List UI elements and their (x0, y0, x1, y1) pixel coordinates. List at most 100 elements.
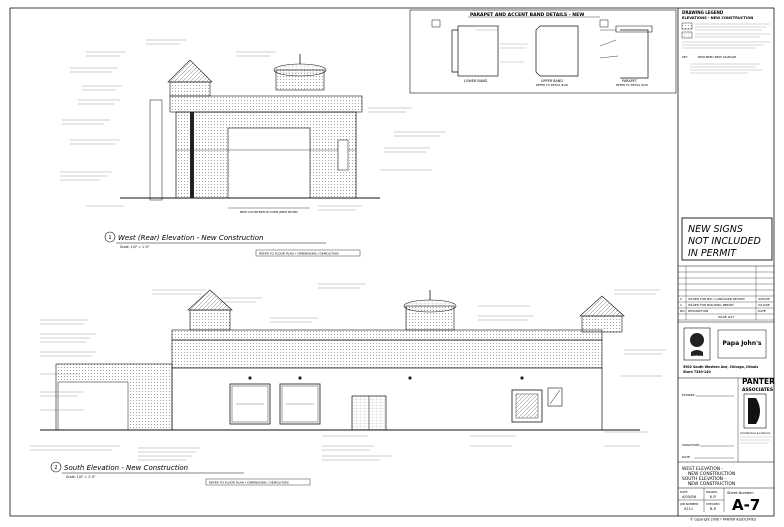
south-cupola-left (187, 289, 233, 331)
drawn-field-value: K.P. (710, 495, 716, 499)
job-field-value: 0211 (684, 507, 693, 511)
architect-name: PANTER (742, 377, 775, 386)
west-downspout (149, 99, 163, 201)
copyright: © Copyright 2008 • PANTER ASSOCIATES (690, 518, 756, 522)
south-title-marker-num: 2 (54, 465, 57, 471)
south-left-notes (30, 319, 200, 461)
revision-head-desc: DESCRIPTION (688, 309, 708, 313)
west-cupola-left (167, 59, 213, 97)
legend-swatch-masonry (681, 31, 693, 39)
west-elevation-drawing: NEW COUNTERTOP OVEN (NEW BUMP) 1 West (R… (60, 39, 446, 257)
legend-swatch-new (681, 22, 693, 30)
south-bottom-notes (322, 431, 648, 461)
west-meter (337, 139, 349, 171)
job-field-label: JOB NUMBER: (679, 502, 699, 506)
south-cupola-center (403, 290, 457, 331)
papa-johns-logo-text: Papa John's (722, 340, 761, 347)
west-title-marker (104, 231, 116, 243)
client-address-2: Store 7330-140 (683, 370, 711, 374)
sheet-title-2: NEW CONSTRUCTION (688, 471, 735, 477)
south-window-1 (229, 383, 271, 425)
revision-date-2: 4/05/08 (758, 297, 770, 301)
sheet-info-block: WEST ELEVATION - NEW CONSTRUCTION SOUTH … (678, 466, 774, 514)
south-window-2 (279, 383, 321, 425)
south-top-notes (152, 283, 666, 377)
parapet-notes (476, 25, 528, 63)
date-label: DATE: (682, 455, 691, 459)
south-window-3 (511, 389, 543, 423)
south-light-fixtures (248, 376, 524, 380)
signature-label: SIGNATURE: (682, 443, 700, 447)
notice-box: NEW SIGNS NOT INCLUDED IN PERMIT (681, 217, 773, 261)
legend-key-label: REQUIRED NEW SIGNAGE (698, 55, 736, 59)
south-signage-panel (547, 387, 563, 407)
south-elevation-drawing: 2 South Elevation - New Construction Sca… (30, 283, 666, 486)
west-refer-text: REFER TO FLOOR PLAN • DIMENSIONS / DEMOL… (259, 252, 339, 256)
checked-field-label: CHECKED: (706, 502, 721, 506)
revision-no-2: 2 (680, 297, 682, 301)
south-entry-door (351, 395, 387, 431)
parapet-label: PARAPET (622, 79, 638, 83)
legend-title: DRAWING LEGEND (682, 10, 724, 15)
revision-table: 2 ISSUED FOR BID / LANDLORD REVIEW 4/05/… (678, 265, 774, 321)
date-field-label: DATE: (680, 490, 688, 494)
south-cupola-right (579, 295, 625, 333)
west-scale: Scale: 1/4" = 1'-0" (120, 245, 150, 249)
lower-band-detail: LOWER BAND (431, 19, 499, 83)
drawn-field-label: DRAWN: (706, 490, 718, 494)
drawing-legend: DRAWING LEGEND ELEVATIONS - NEW CONSTRUC… (681, 10, 770, 74)
notice-line-1: NEW SIGNS (688, 224, 743, 235)
architect-sub: ASSOCIATES (742, 387, 773, 393)
west-conduit (190, 112, 194, 198)
parapet-detail: PARAPET REFER TO DETAIL 8/A8 (599, 19, 653, 87)
expires-label: EXPIRES: (682, 393, 696, 397)
revision-desc-2: ISSUED FOR BID / LANDLORD REVIEW (688, 297, 745, 301)
revision-desc-1: ISSUED FOR BUILDING PERMIT (688, 303, 734, 307)
revision-head-no: NO. (680, 309, 685, 313)
west-right-notes (146, 39, 446, 211)
colonel-portrait-icon (690, 333, 704, 347)
sheet-title-3: SOUTH ELEVATION - (682, 476, 726, 482)
issue-list-label: ISSUE LIST (718, 315, 734, 319)
south-upper-wall (171, 339, 603, 369)
west-title: West (Rear) Elevation - New Construction (118, 234, 263, 242)
south-parapet-band (171, 329, 603, 341)
south-title-marker (50, 461, 62, 473)
checked-field-value: B.P. (710, 507, 717, 511)
date-field-value: 4/05/08 (682, 495, 697, 499)
revision-date-1: 3/19/08 (758, 303, 770, 307)
south-refer-text: REFER TO FLOOR PLAN • DIMENSIONS / DEMOL… (209, 481, 289, 485)
west-parapet-band (169, 95, 363, 113)
notice-line-3: IN PERMIT (688, 248, 737, 259)
upper-band-sublabel: REFER TO DETAIL 8/A8 (536, 83, 568, 87)
legend-key: KEY (682, 55, 688, 59)
sheet-title-1: WEST ELEVATION - (682, 466, 723, 472)
client-block: KFC Papa John's 5902 South Western Ave, … (678, 321, 774, 379)
west-dim-label: NEW COUNTERTOP OVEN (NEW BUMP) (240, 210, 298, 214)
west-refer-box (255, 249, 361, 257)
architect-tag: Architecture & Interiors (740, 431, 771, 435)
notice-line-2: NOT INCLUDED (688, 236, 761, 247)
upper-band-label: UPPER BAND (541, 79, 563, 83)
sheet-title-4: NEW CONSTRUCTION (688, 481, 735, 487)
west-title-marker-num: 1 (108, 235, 111, 241)
west-cooler-bump (227, 127, 311, 199)
architect-block: EXPIRES: PANTER ASSOCIATES Architecture … (678, 377, 775, 463)
west-cupola-right (273, 54, 327, 91)
parapet-detail-panel: PARAPET AND ACCENT BAND DETAILS - NEW LO… (409, 9, 677, 94)
south-refer-box (205, 478, 311, 486)
revision-head-date: DATE (758, 309, 766, 313)
south-scale: Scale: 1/4" = 1'-0" (66, 475, 96, 479)
parapet-panel-title: PARAPET AND ACCENT BAND DETAILS - NEW (470, 12, 584, 18)
parapet-sublabel: REFER TO DETAIL 8/A8 (616, 83, 648, 87)
legend-subtitle: ELEVATIONS - NEW CONSTRUCTION (682, 16, 753, 20)
client-address-1: 5902 South Western Ave, Chicago, Illinoi… (683, 365, 758, 369)
sheet-border (9, 7, 775, 517)
west-left-notes (60, 51, 126, 207)
south-title: South Elevation - New Construction (64, 464, 188, 472)
kfc-logo-text: KFC (693, 355, 702, 360)
lower-band-label: LOWER BAND (464, 79, 488, 83)
upper-band-detail: UPPER BAND REFER TO DETAIL 8/A8 (535, 25, 579, 87)
